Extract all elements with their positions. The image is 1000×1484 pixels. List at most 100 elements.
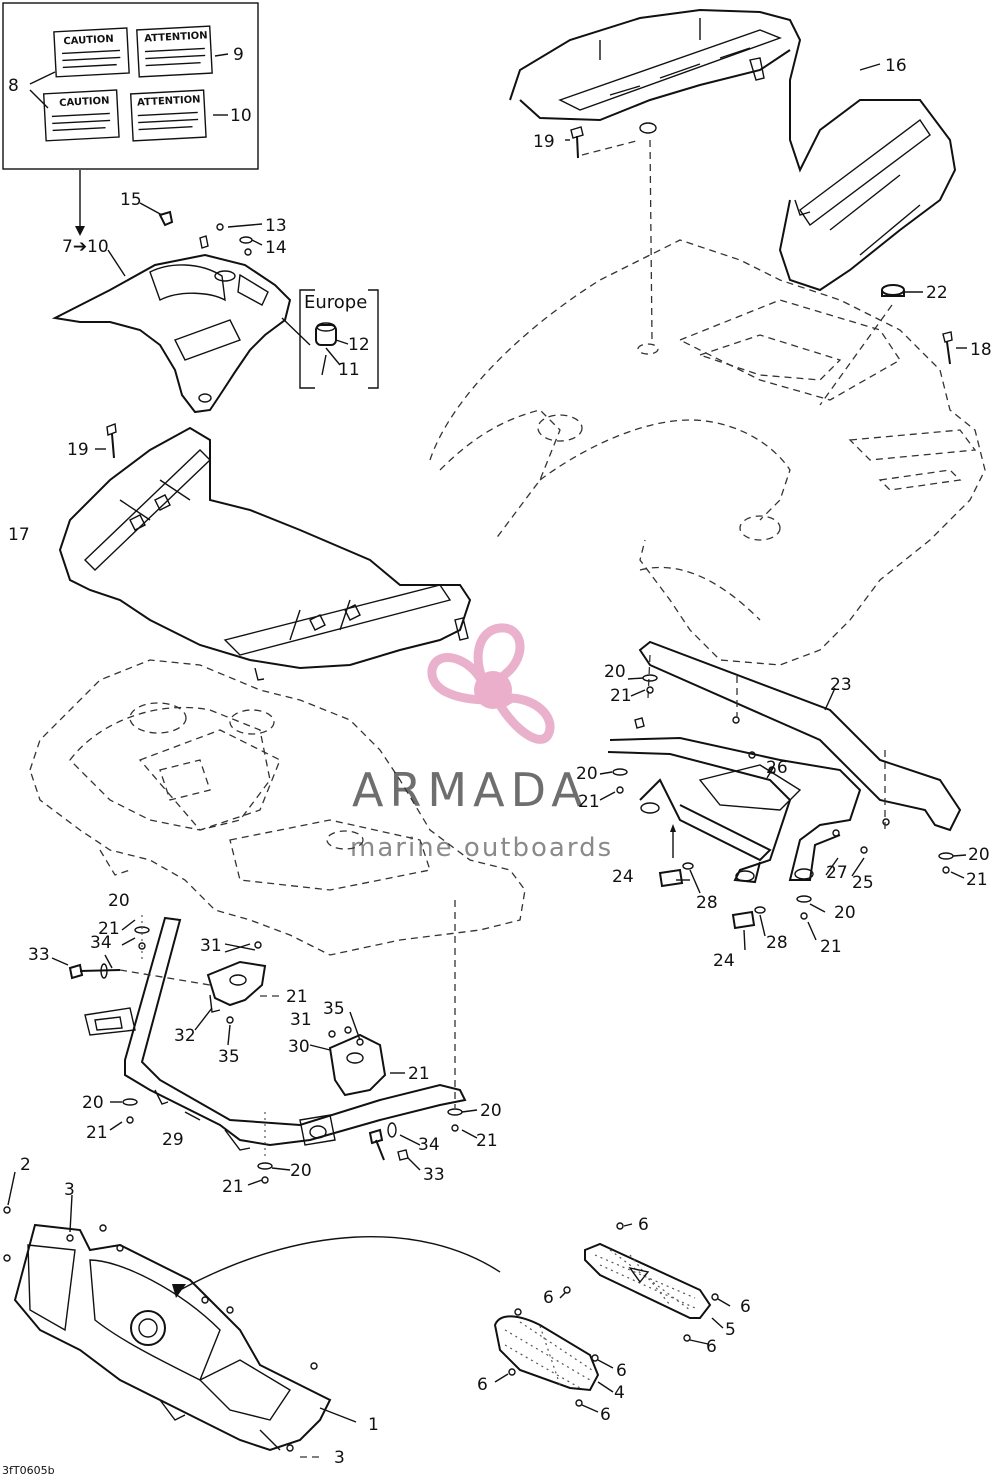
callout-labels: 8 9 10 7➔10 15 13 14 12 11 16 19 22 18 1… — [8, 45, 992, 1468]
callout-32: 32 — [174, 1026, 196, 1046]
grille-4 — [493, 1315, 600, 1392]
drawing-code: 3fT0605b — [2, 1464, 55, 1477]
callout-20-g: 20 — [480, 1101, 502, 1121]
assembly-arc-arrowhead — [172, 1284, 186, 1298]
callout-19-top: 19 — [533, 132, 555, 152]
leader-23 — [824, 687, 836, 711]
callout-33-b: 33 — [423, 1165, 445, 1185]
callout-21-g: 21 — [408, 1064, 430, 1084]
assembly-arc-arrow — [179, 1236, 501, 1291]
callout-31-a: 31 — [200, 936, 222, 956]
callout-20-h: 20 — [290, 1161, 312, 1181]
callout-20-f: 20 — [82, 1093, 104, 1113]
callout-24-a: 24 — [612, 867, 634, 887]
callout-31-b: 31 — [290, 1010, 312, 1030]
callout-21-d: 21 — [820, 937, 842, 957]
front-fender-body — [29, 659, 526, 956]
axis-line-rear — [649, 139, 653, 341]
brackets-24-28 — [658, 824, 766, 930]
watermark-tagline: marine outboards — [350, 833, 613, 863]
callout-6-d: 6 — [706, 1337, 717, 1357]
callout-16: 16 — [885, 56, 907, 76]
leader-22 — [819, 304, 893, 406]
callout-10: 10 — [230, 106, 252, 126]
decal-caution-bottom: CAUTION — [42, 89, 120, 142]
power-outlet-part — [315, 322, 337, 346]
decal-attention-top: ATTENTION — [136, 25, 213, 78]
callout-1: 1 — [368, 1415, 379, 1435]
callout-28-a: 28 — [696, 893, 718, 913]
callout-21-j: 21 — [222, 1177, 244, 1197]
callout-6-b: 6 — [543, 1288, 554, 1308]
rear-subframe-part — [607, 640, 962, 884]
callout-21-e: 21 — [98, 919, 120, 939]
bracket-32 — [206, 960, 267, 1013]
leader-lines — [7, 53, 967, 1458]
europe-variant-box: Europe — [299, 289, 379, 389]
callout-20-b: 20 — [576, 764, 598, 784]
callout-6-e: 6 — [616, 1361, 627, 1381]
grille-5 — [584, 1242, 712, 1319]
callout-27: 27 — [826, 863, 848, 883]
callout-4: 4 — [614, 1383, 625, 1403]
callout-12: 12 — [348, 335, 370, 355]
callout-29: 29 — [162, 1130, 184, 1150]
callout-21-i: 21 — [476, 1131, 498, 1151]
front-bumper-part — [3, 1206, 332, 1452]
callout-21-h: 21 — [86, 1123, 108, 1143]
leader-19-top — [581, 139, 641, 156]
callout-3-b: 3 — [334, 1448, 345, 1468]
callout-6-c: 6 — [740, 1297, 751, 1317]
callout-2: 2 — [20, 1155, 31, 1175]
callout-34-b: 34 — [418, 1135, 440, 1155]
bolt-19-middle — [95, 423, 117, 459]
rear-fender-body — [429, 239, 986, 666]
cap-22 — [881, 284, 905, 297]
callout-20-e: 20 — [108, 891, 130, 911]
callout-15: 15 — [120, 190, 142, 210]
callout-6-a: 6 — [638, 1215, 649, 1235]
callout-6-g: 6 — [600, 1405, 611, 1425]
svg-text:CAUTION: CAUTION — [59, 95, 110, 109]
svg-text:ATTENTION: ATTENTION — [137, 94, 201, 108]
callout-23: 23 — [830, 675, 852, 695]
callout-20-a: 20 — [604, 662, 626, 682]
callout-33-a: 33 — [28, 945, 50, 965]
watermark-brand: ARMADA — [352, 763, 589, 817]
callout-34-a: 34 — [90, 933, 112, 953]
callout-19-middle: 19 — [67, 440, 89, 460]
callout-35-b: 35 — [323, 999, 345, 1019]
callout-9: 9 — [233, 45, 244, 65]
grille-fasteners — [508, 1222, 719, 1407]
callout-8: 8 — [8, 76, 19, 96]
callout-28-b: 28 — [766, 933, 788, 953]
callout-21-b: 21 — [578, 792, 600, 812]
callout-26: 26 — [766, 758, 788, 778]
callout-20-c: 20 — [968, 845, 990, 865]
callout-25: 25 — [852, 873, 874, 893]
callout-21-c: 21 — [966, 870, 988, 890]
washers-rear — [612, 674, 954, 920]
rear-rack-part — [509, 8, 957, 292]
decal-caution-top: CAUTION — [53, 27, 130, 78]
front-rack-part — [58, 426, 472, 681]
bolt-19-top — [565, 126, 584, 159]
callout-13: 13 — [265, 216, 287, 236]
callout-6-f: 6 — [477, 1375, 488, 1395]
callout-5: 5 — [725, 1320, 736, 1340]
callout-3-a: 3 — [64, 1180, 75, 1200]
bracket-30 — [328, 1026, 387, 1097]
europe-label: Europe — [304, 292, 367, 313]
callout-22: 22 — [926, 283, 948, 303]
leader-16 — [859, 63, 881, 71]
callout-17: 17 — [8, 525, 30, 545]
propeller-icon — [427, 623, 555, 744]
callout-24-b: 24 — [713, 951, 735, 971]
callout-7-to-10: 7➔10 — [62, 237, 109, 257]
bolt-33-34-left — [68, 963, 211, 986]
callout-35-a: 35 — [218, 1047, 240, 1067]
decal-attention-bottom: ATTENTION — [129, 89, 207, 142]
bolt-18 — [942, 331, 967, 365]
